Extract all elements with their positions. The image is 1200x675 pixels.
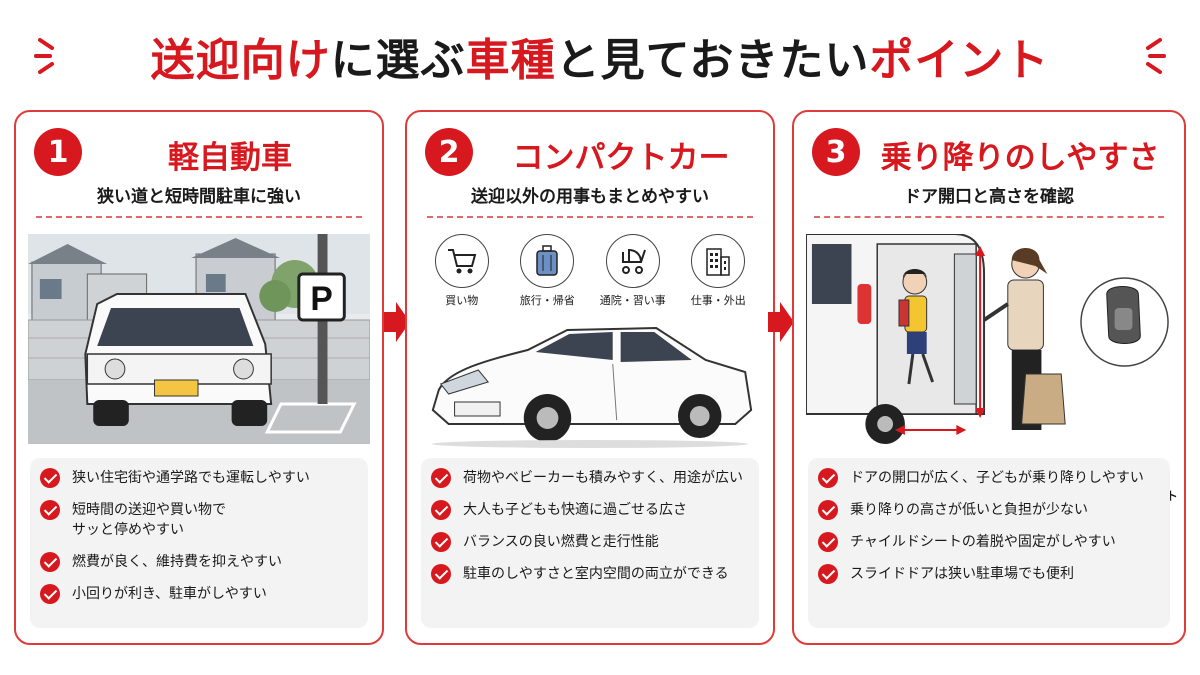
divider	[427, 216, 753, 218]
panel-subtitle: 狭い道と短時間駐車に強い	[97, 187, 301, 207]
check-icon	[40, 500, 60, 520]
check-icon	[818, 532, 838, 552]
emphasis-burst-icon	[1146, 38, 1166, 74]
shopping-cart-icon	[434, 234, 489, 288]
check-icon	[818, 564, 838, 584]
feature-list: 狭い住宅街や通学路でも運転しやすい 短時間の送迎や買い物で サッと停めやすい 燃…	[30, 458, 368, 628]
panel-number: 1	[34, 128, 82, 176]
check-icon	[431, 500, 451, 520]
use-case-item: 仕事・外出	[679, 234, 757, 314]
list-item: 乗り降りの高さが低いと負担が少ない	[818, 500, 1160, 520]
building-icon	[691, 234, 746, 288]
arrow-right-icon	[384, 302, 410, 342]
list-item: スライドドアは狭い駐車場でも便利	[818, 564, 1160, 584]
page-title: 送迎向けに選ぶ車種と見ておきたいポイント	[150, 35, 1050, 86]
divider	[36, 216, 362, 218]
panel-title: コンパクトカー	[512, 140, 730, 176]
parking-sign: P	[310, 280, 332, 318]
list-item: 荷物やベビーカーも積みやすく、用途が広い	[431, 468, 749, 488]
check-icon	[431, 532, 451, 552]
panel-compact-car: 2 コンパクトカー 送迎以外の用事もまとめやすい 買い物 旅行・帰省 通院・習い…	[405, 110, 775, 645]
list-item: 狭い住宅街や通学路でも運転しやすい	[40, 468, 358, 488]
panel-kei-car: 1 軽自動車 狭い道と短時間駐車に強い P	[14, 110, 384, 645]
feature-list: ドアの開口が広く、子どもが乗り降りしやすい 乗り降りの高さが低いと負担が少ない …	[808, 458, 1170, 628]
check-icon	[431, 564, 451, 584]
list-item: バランスの良い燃費と走行性能	[431, 532, 749, 552]
check-icon	[818, 468, 838, 488]
header: 送迎向けに選ぶ車種と見ておきたいポイント	[0, 0, 1200, 100]
panel-number: 2	[425, 128, 473, 176]
panel-title: 乗り降りのしやすさ	[880, 140, 1160, 176]
stroller-icon	[605, 234, 660, 288]
use-case-icons: 買い物 旅行・帰省 通院・習い事 仕事・外出	[419, 234, 761, 314]
divider	[814, 216, 1164, 218]
panel-ease-of-boarding: 3 乗り降りのしやすさ ドア開口と高さを確認	[792, 110, 1186, 645]
list-item: 大人も子どもも快適に過ごせる広さ	[431, 500, 749, 520]
panel-title: 軽自動車	[168, 140, 292, 176]
suitcase-icon	[520, 234, 575, 288]
panel-number: 3	[812, 128, 860, 176]
list-item: 小回りが利き、駐車がしやすい	[40, 584, 358, 604]
kei-car-parking-illustration: P	[28, 234, 370, 444]
emphasis-burst-icon	[34, 38, 54, 74]
check-icon	[818, 500, 838, 520]
list-item: 燃費が良く、維持費を抑えやすい	[40, 552, 358, 572]
list-item: チャイルドシートの着脱や固定がしやすい	[818, 532, 1160, 552]
compact-car-illustration	[419, 310, 761, 450]
panel-subtitle: 送迎以外の用事もまとめやすい	[471, 187, 709, 207]
list-item: 短時間の送迎や買い物で サッと停めやすい	[40, 500, 358, 540]
use-case-item: 買い物	[423, 234, 501, 314]
use-case-item: 旅行・帰省	[508, 234, 586, 314]
feature-list: 荷物やベビーカーも積みやすく、用途が広い 大人も子どもも快適に過ごせる広さ バラ…	[421, 458, 759, 628]
arrow-right-icon	[768, 302, 794, 342]
check-icon	[40, 584, 60, 604]
boarding-illustration: チャイルドシート の取り付けも チェック	[806, 234, 1178, 537]
check-icon	[40, 552, 60, 572]
use-case-item: 通院・習い事	[594, 234, 672, 314]
list-item: 駐車のしやすさと室内空間の両立ができる	[431, 564, 749, 584]
check-icon	[40, 468, 60, 488]
check-icon	[431, 468, 451, 488]
panel-subtitle: ドア開口と高さを確認	[904, 187, 1074, 207]
list-item: ドアの開口が広く、子どもが乗り降りしやすい	[818, 468, 1160, 488]
